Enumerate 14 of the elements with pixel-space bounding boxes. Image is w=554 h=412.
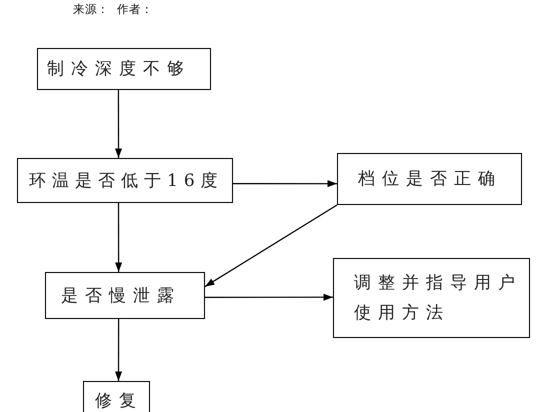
arrow — [204, 204, 338, 288]
process-box: 档位是否正确 — [337, 153, 522, 205]
meta-label: 作者： — [117, 2, 153, 16]
arrow — [205, 294, 333, 301]
arrow — [233, 180, 337, 188]
process-box: 修复 — [83, 381, 150, 412]
arrow — [115, 203, 122, 272]
arrow — [115, 90, 122, 158]
process-box: 制冷深度不够 — [37, 48, 211, 90]
process-box: 调整并指导用户使用方法 — [333, 258, 530, 338]
process-box: 环温是否低于16度 — [17, 158, 233, 203]
meta-label: 来源： — [73, 2, 109, 16]
process-box: 是否慢泄露 — [45, 272, 205, 319]
arrow — [115, 319, 122, 381]
